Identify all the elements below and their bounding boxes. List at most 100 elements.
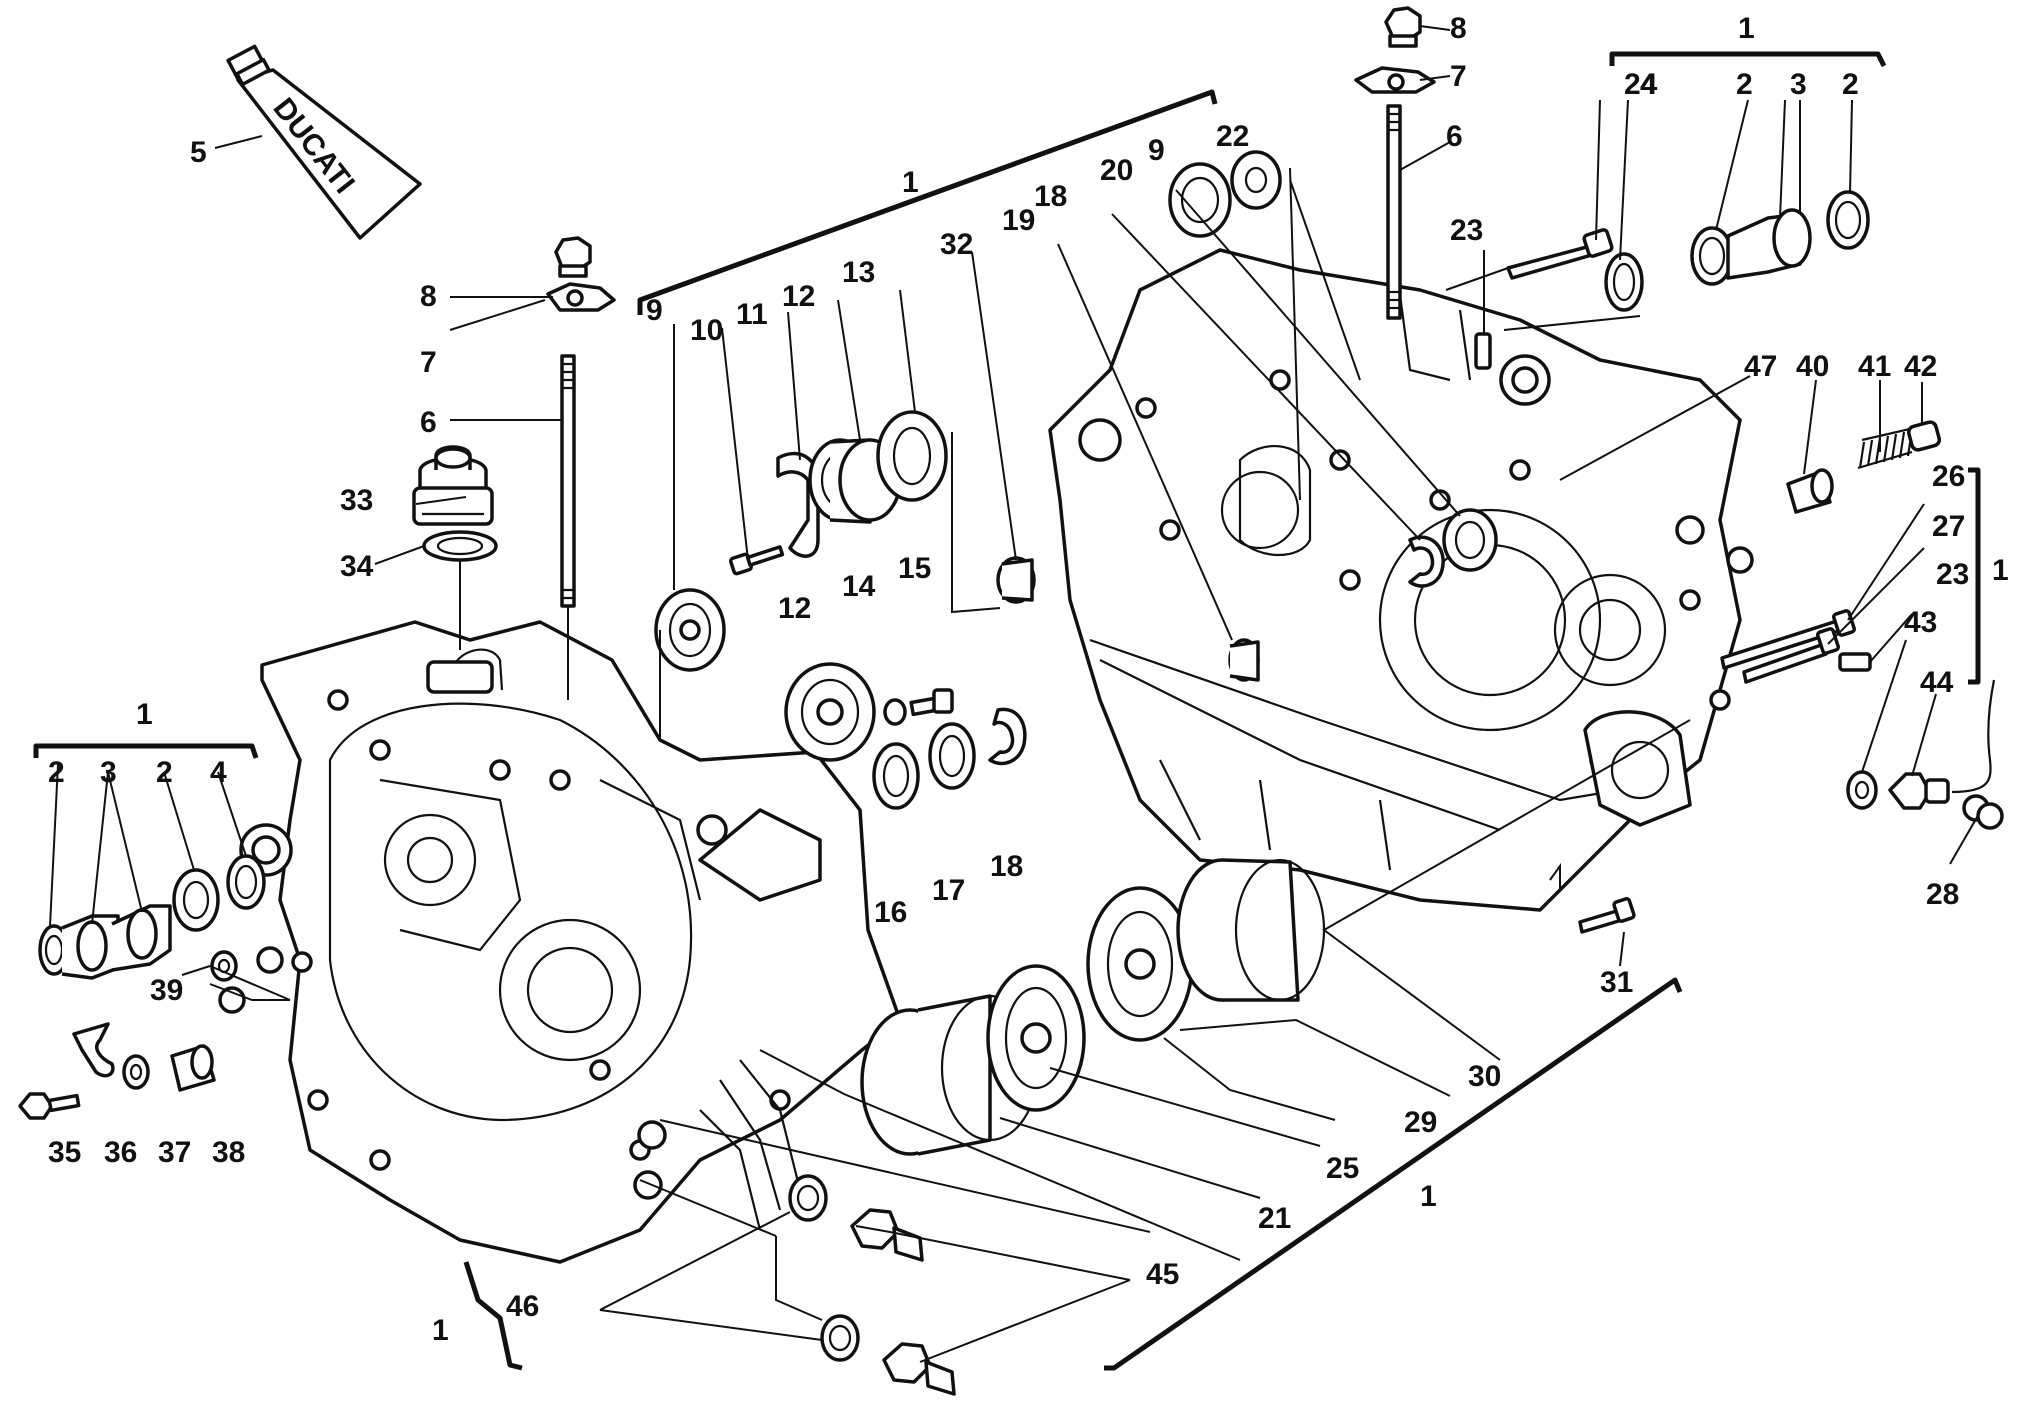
label-38: 38 (212, 1136, 245, 1169)
bearing-20 (1442, 508, 1498, 572)
bolt-10 (728, 545, 785, 576)
label-34: 34 (340, 550, 374, 583)
label-3-right: 3 (1790, 68, 1807, 101)
washer-14-bolt-15 (883, 688, 954, 726)
breather-seal (422, 530, 498, 562)
label-45: 45 (1146, 1258, 1179, 1291)
bearing-29 (1086, 886, 1194, 1042)
plug-45-lower (882, 1342, 956, 1396)
label-8-left: 8 (420, 280, 437, 313)
label-6-left: 6 (420, 406, 437, 439)
washer-46-lower (820, 1314, 860, 1362)
washer-46-upper (788, 1174, 828, 1222)
bearing-race-30 (1176, 858, 1326, 1002)
label-3-left: 3 (100, 756, 117, 789)
label-25: 25 (1326, 1152, 1359, 1185)
label-14: 14 (842, 570, 876, 603)
dowel-23-right (1838, 652, 1872, 672)
thrust-half-ring (776, 451, 820, 558)
bearing-9-top-washer-22 (1168, 150, 1282, 238)
label-43: 43 (1904, 606, 1937, 639)
bearing-race-21 (860, 994, 1040, 1156)
label-10: 10 (690, 314, 723, 347)
label-12-lower: 12 (778, 592, 811, 625)
label-28: 28 (1926, 878, 1959, 911)
label-46: 46 (506, 1290, 539, 1323)
label-33: 33 (340, 484, 373, 517)
right-crankcase-half (1048, 248, 1754, 912)
label-17: 17 (932, 874, 965, 907)
label-35: 35 (48, 1136, 81, 1169)
label-1-top-right: 1 (1738, 12, 1755, 45)
label-40: 40 (1796, 350, 1829, 383)
label-12-upper: 12 (782, 280, 815, 313)
circlip-18-upper (1408, 535, 1445, 588)
circlip-18-lower (988, 707, 1027, 766)
label-23-top: 23 (1450, 214, 1483, 247)
label-11: 11 (736, 298, 768, 331)
label-13: 13 (842, 256, 875, 289)
bolt-35 (18, 1092, 81, 1120)
leader-lines (49, 25, 1981, 1363)
washer-43 (1846, 770, 1878, 810)
label-1-bottom-left: 1 (432, 1314, 449, 1347)
label-4-left: 4 (210, 756, 227, 789)
label-18-upper: 18 (1034, 180, 1067, 213)
label-20: 20 (1100, 154, 1133, 187)
label-27: 27 (1932, 510, 1965, 543)
label-15: 15 (898, 552, 931, 585)
label-4-right: 4 (1640, 68, 1657, 101)
breather-cap (412, 445, 494, 526)
label-1-right: 1 (1992, 554, 2009, 587)
label-1-top-center: 1 (902, 166, 919, 199)
label-8-right: 8 (1450, 12, 1467, 45)
label-1-bottom-right: 1 (1420, 1180, 1437, 1213)
plug-42 (1906, 420, 1942, 452)
bolt-27 (1742, 627, 1840, 684)
label-6-right: 6 (1446, 120, 1463, 153)
spring-clip-36 (72, 1022, 115, 1078)
left-stud-assembly (546, 236, 616, 608)
label-1-left: 1 (136, 698, 153, 731)
bushing-32 (996, 556, 1036, 604)
label-18-lower: 18 (990, 850, 1023, 883)
label-16: 16 (874, 896, 907, 929)
label-37: 37 (158, 1136, 191, 1169)
label-2-left-a: 2 (48, 756, 65, 789)
seal-16-bearing-17 (872, 722, 976, 810)
grease-tube: DUCATI (226, 44, 422, 240)
label-19: 19 (1002, 204, 1035, 237)
label-9-right: 9 (1148, 134, 1165, 167)
bearing-25 (986, 964, 1086, 1112)
label-22: 22 (1216, 120, 1249, 153)
label-5: 5 (190, 136, 207, 169)
label-2-right-a: 2 (1736, 68, 1753, 101)
label-39: 39 (150, 974, 183, 1007)
left-crankcase-half (218, 620, 902, 1264)
bearing-12-lower (784, 662, 876, 762)
switch-44 (1888, 679, 2004, 830)
plug-45-upper (850, 1208, 924, 1262)
label-9-left: 9 (646, 294, 663, 327)
right-bearing-stack (1506, 190, 1870, 312)
label-32: 32 (940, 228, 973, 261)
label-24: 24 (1624, 68, 1658, 101)
main-bearing-left-upper (654, 588, 726, 672)
label-47: 47 (1744, 350, 1777, 383)
label-31: 31 (1600, 966, 1633, 999)
bolt-31 (1578, 897, 1636, 934)
plunger-40 (1786, 468, 1834, 514)
label-21: 21 (1258, 1202, 1291, 1235)
label-36: 36 (104, 1136, 137, 1169)
sleeve-38 (170, 1044, 216, 1092)
label-7-right: 7 (1450, 60, 1467, 93)
label-44: 44 (1920, 666, 1954, 699)
spring-41 (1857, 426, 1915, 470)
label-2-right-b: 2 (1842, 68, 1859, 101)
label-30: 30 (1468, 1060, 1501, 1093)
washer-37 (122, 1054, 150, 1090)
callout-labels: 1 1 1 1 1 1 2 2 2 2 3 3 4 4 5 6 6 7 7 8 … (48, 12, 2009, 1347)
bushing-19 (1228, 638, 1260, 682)
label-26: 26 (1932, 460, 1965, 493)
